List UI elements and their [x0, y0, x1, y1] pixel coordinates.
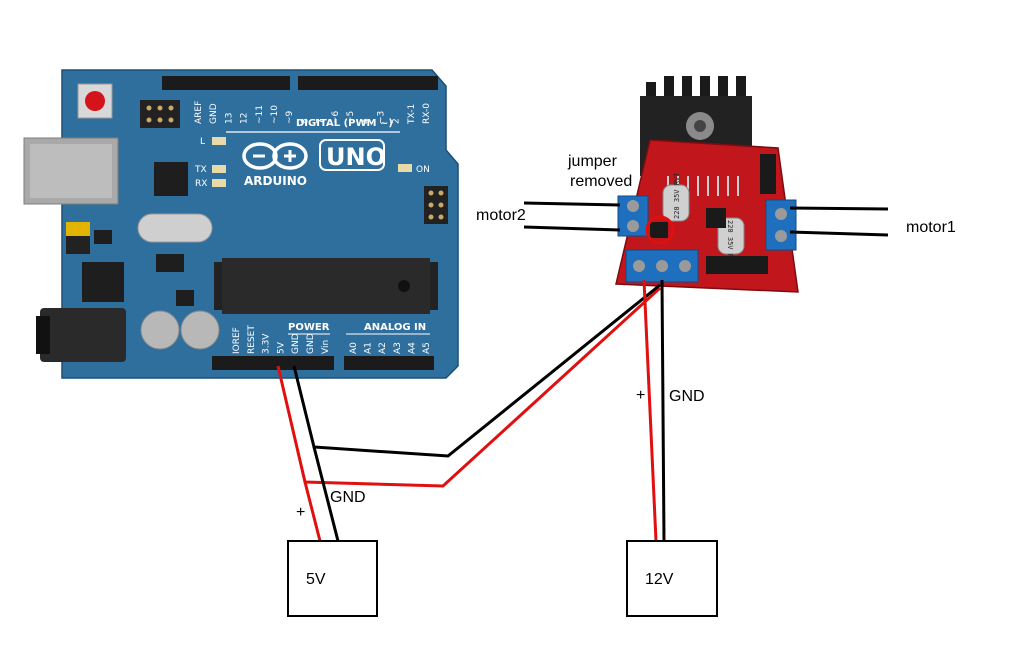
- dc-power-jack: [40, 308, 126, 362]
- analog-pin-labels: A0 A1 A2 A3 A4 A5: [349, 342, 432, 354]
- motor2-label: motor2: [476, 207, 526, 224]
- motor1-wire-bottom: [789, 230, 889, 237]
- control-header: [706, 256, 768, 274]
- analog-pin-label-1: A1: [364, 342, 374, 354]
- wire-ground-common: [292, 283, 661, 458]
- tx-led: [212, 165, 226, 173]
- supply-5v-label: 5V: [306, 571, 326, 588]
- tx-led-label: TX: [194, 165, 207, 175]
- analog-pin-label-5: A5: [422, 342, 432, 354]
- on-led-label: ON: [416, 165, 430, 175]
- power-pin-label-5: GND: [306, 333, 316, 354]
- power-pin-label-4: GND: [291, 333, 301, 354]
- voltage-regulator: [82, 262, 124, 302]
- usb-chip: [154, 162, 188, 196]
- motor1-wire-top: [789, 206, 889, 211]
- arduino-brand-text: ARDUINO: [244, 174, 307, 188]
- on-led: [398, 164, 412, 172]
- power-header: [212, 356, 334, 370]
- power-pin-label-3: 5V: [276, 341, 286, 354]
- power-pin-label-0: IOREF: [232, 327, 242, 354]
- digital-pin-label-1: GND: [209, 103, 219, 124]
- digital-pin-label-5: ~10: [270, 105, 280, 124]
- motor1-label: motor1: [906, 219, 956, 236]
- digital-pin-label-6: ~9: [285, 110, 295, 124]
- gnd-left-label: GND: [330, 489, 366, 506]
- l298n-motor-driver: 220 35V RVT 220 35V RVT: [615, 76, 799, 293]
- crystal-oscillator: [137, 213, 213, 243]
- plus-right-label: +: [636, 387, 645, 404]
- icsp-header-top: [140, 100, 180, 128]
- digital-pin-label-3: 12: [240, 113, 250, 124]
- wires: [276, 201, 889, 542]
- wire-12v-ground: [660, 279, 666, 542]
- digital-pin-label-11: 4: [361, 118, 371, 124]
- digital-pin-label-8: 7: [316, 118, 326, 124]
- jumper-pins: [650, 222, 668, 238]
- digital-pin-label-15: RX-0: [422, 103, 432, 124]
- uno-badge: [319, 139, 385, 171]
- motor2-wire-bottom: [523, 225, 621, 232]
- arduino-logo: [242, 142, 308, 170]
- digital-pin-label-2: 13: [224, 113, 234, 124]
- wire-5v-positive: [276, 286, 662, 488]
- digital-header-left: [162, 76, 290, 90]
- digital-pin-label-4: ~11: [255, 105, 265, 124]
- digital-pin-label-13: 2: [392, 118, 402, 124]
- enable-header: [760, 154, 776, 194]
- analog-pin-label-4: A4: [407, 342, 417, 354]
- power-pin-label-2: 3.3V: [262, 333, 272, 354]
- supply-5v: 5V: [287, 540, 378, 617]
- capacitor-1: [140, 310, 180, 350]
- rx-led-label: RX: [195, 179, 207, 189]
- digital-pin-label-10: ~5: [346, 111, 356, 124]
- analog-pin-label-0: A0: [349, 342, 359, 354]
- digital-header-right: [298, 76, 438, 90]
- uno-text: UNO: [326, 143, 386, 171]
- digital-pin-label-7: 8: [300, 118, 310, 124]
- motor1-terminal: [765, 199, 797, 251]
- power-pin-label-1: RESET: [247, 325, 257, 354]
- wire-5v-supply-ground: [312, 446, 340, 542]
- svg-text:220 35V RVT: 220 35V RVT: [673, 172, 681, 219]
- digital-header-label: DIGITAL (PWM ~): [296, 118, 393, 129]
- motor2-terminal: [617, 195, 649, 237]
- atmega-chip: [214, 258, 438, 314]
- digital-pin-label-0: AREF: [194, 101, 204, 124]
- capacitor-2: [180, 310, 220, 350]
- digital-pin-label-12: ~3: [376, 111, 386, 124]
- jumper-removed-marker: [645, 215, 675, 245]
- svg-text:220 35V RVT: 220 35V RVT: [726, 220, 734, 267]
- supply-12v-box: [626, 540, 718, 617]
- l-led: [212, 137, 226, 145]
- power-header-label: POWER: [288, 322, 330, 333]
- supply-5v-box: [287, 540, 378, 617]
- plus-left-label: +: [296, 504, 305, 521]
- analog-header: [344, 356, 434, 370]
- power-pin-labels: IOREF RESET 3.3V 5V GND GND Vin: [232, 325, 331, 354]
- wire-5v-supply-positive: [303, 481, 322, 542]
- gnd-right-label: GND: [669, 388, 705, 405]
- power-terminal: [625, 249, 699, 283]
- digital-pin-label-14: TX-1: [407, 104, 417, 125]
- jumper-label-line1: jumper: [567, 153, 618, 170]
- power-pin-label-6: Vin: [321, 340, 331, 354]
- wire-12v-positive: [642, 279, 658, 542]
- analog-pin-label-2: A2: [378, 342, 388, 354]
- l-led-label: L: [200, 137, 205, 147]
- rx-led: [212, 179, 226, 187]
- digital-pin-label-9: ~6: [331, 110, 341, 124]
- supply-12v-label: 12V: [645, 571, 674, 588]
- driver-capacitor-left: 220 35V RVT: [662, 172, 690, 222]
- analog-header-label: ANALOG IN: [364, 322, 426, 333]
- icsp-header-right: [424, 186, 448, 224]
- supply-12v: 12V: [626, 540, 718, 617]
- analog-pin-label-3: A3: [393, 342, 403, 354]
- jumper-label-line2: removed: [570, 173, 632, 190]
- motor2-wire-top: [523, 201, 621, 207]
